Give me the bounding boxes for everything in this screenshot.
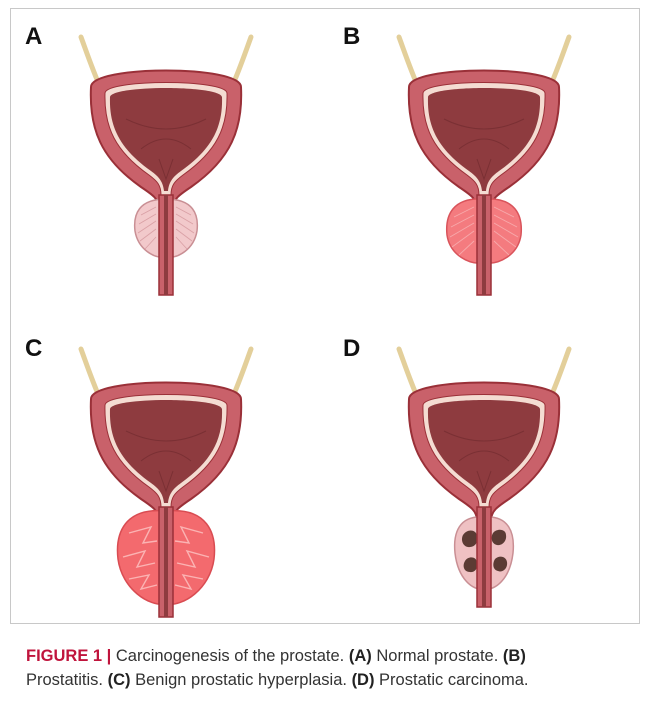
panel-c: C (11, 321, 321, 621)
figure-caption: FIGURE 1 | Carcinogenesis of the prostat… (26, 644, 636, 692)
panel-letter-b: B (343, 23, 360, 51)
caption-d-text: Prostatic carcinoma. (374, 671, 528, 689)
hyperplasia-illustration (11, 321, 321, 621)
caption-b-label: (B) (503, 647, 526, 665)
caption-b-text: Prostatitis. (26, 671, 108, 689)
carcinoma-illustration (329, 321, 639, 621)
caption-a-label: (A) (349, 647, 372, 665)
figure-frame: A B (10, 8, 640, 624)
panel-letter-c: C (25, 335, 42, 363)
prostatitis-illustration (329, 9, 639, 309)
panel-b: B (329, 9, 639, 309)
panel-letter-d: D (343, 335, 360, 363)
panel-letter-a: A (25, 23, 42, 51)
caption-title: Carcinogenesis of the prostate. (111, 647, 349, 665)
panel-d: D (329, 321, 639, 621)
caption-a-text: Normal prostate. (372, 647, 503, 665)
caption-figure-label: FIGURE 1 | (26, 647, 111, 665)
normal-prostate-illustration (11, 9, 321, 309)
panel-a: A (11, 9, 321, 309)
caption-c-label: (C) (108, 671, 131, 689)
caption-d-label: (D) (352, 671, 375, 689)
caption-c-text: Benign prostatic hyperplasia. (131, 671, 352, 689)
